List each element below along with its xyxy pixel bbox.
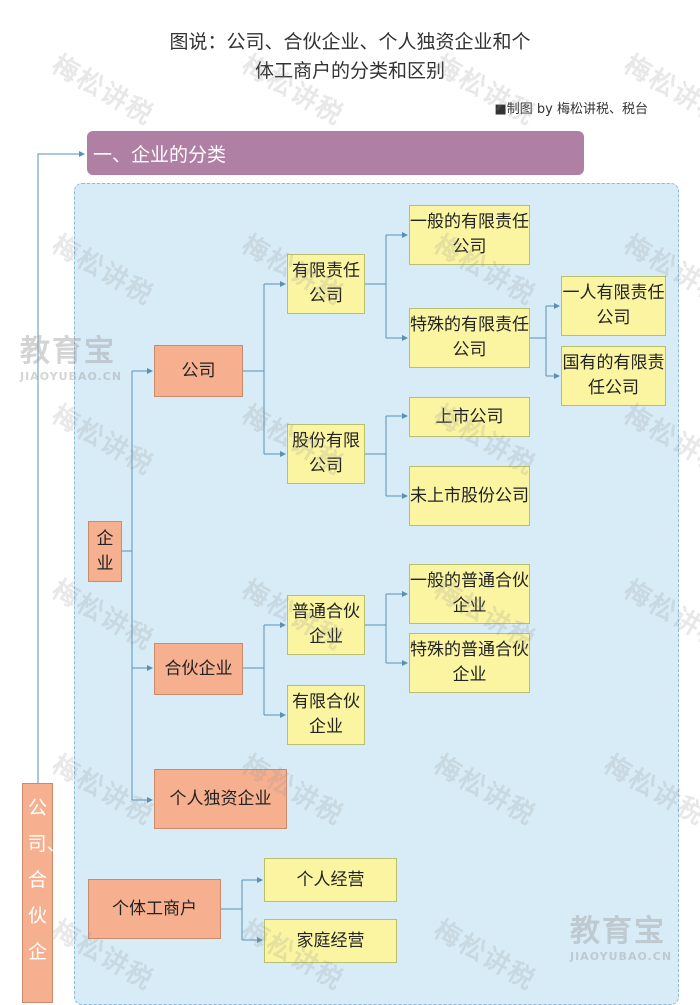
site-logo: 教育宝 JIAOYUBAO.CN [570,914,673,963]
node-llc: 有限责任公司 [287,254,365,314]
title-line-2: 体工商户的分类和区别 [254,60,445,82]
side-label: 公司、合伙企 [27,797,66,963]
title-line-1: 图说：公司、合伙企业、个人独资企业和个 [169,31,531,53]
section-title: 一、企业的分类 [93,144,227,166]
node-one-person-llc: 一人有限责任公司 [561,276,666,336]
node-joint-stock: 股份有限公司 [287,424,365,484]
node-special-llc: 特殊的有限责任公司 [409,308,530,368]
node-listed: 上市公司 [409,397,530,437]
side-label-box: 公司、合伙企 [22,783,66,1003]
node-partnership: 合伙企业 [154,643,243,695]
node-family-operation: 家庭经营 [264,919,397,963]
connector-lines [37,151,560,943]
node-general-llc: 一般的有限责任公司 [409,205,530,265]
node-individual-business: 个体工商户 [88,879,221,939]
node-individual-operation: 个人经营 [264,858,397,902]
node-special-general-partnership: 特殊的普通合伙企业 [409,633,530,693]
node-company: 公司 [154,345,243,397]
site-logo: 教育宝 JIAOYUBAO.CN [20,334,123,383]
node-enterprise: 企业 [88,521,122,582]
section-header: 一、企业的分类 [87,131,584,175]
page-title: 图说：公司、合伙企业、个人独资企业和个 体工商户的分类和区别 [60,28,640,86]
node-general-partnership: 普通合伙企业 [287,595,365,655]
credit-text: ■制图 by 梅松讲税、税台 [494,102,649,117]
node-limited-partnership: 有限合伙企业 [287,685,365,745]
node-ordinary-general-partnership: 一般的普通合伙企业 [409,564,530,624]
node-sole-proprietorship: 个人独资企业 [154,769,287,829]
node-unlisted: 未上市股份公司 [409,466,530,526]
node-state-owned-llc: 国有的有限责任公司 [561,346,666,406]
